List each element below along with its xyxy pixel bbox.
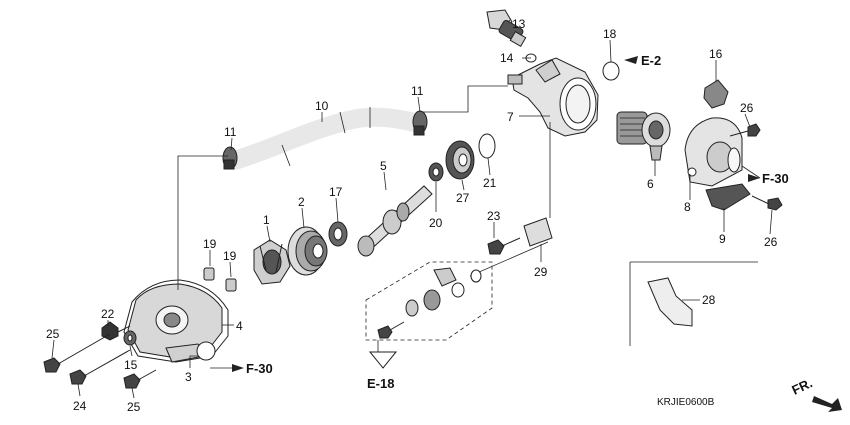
callout-5: 5	[380, 159, 387, 173]
part-17-seal	[328, 221, 348, 247]
part-13-sensor	[486, 9, 527, 48]
part-25-bolt-left	[43, 333, 111, 373]
part-23-bolt	[487, 237, 521, 255]
callout-25a: 25	[46, 327, 60, 341]
e2-arrow-icon	[624, 56, 638, 64]
callout-13: 13	[512, 17, 526, 31]
callout-2: 2	[298, 195, 305, 209]
part-9-bracket	[705, 183, 751, 211]
part-29-bracket	[523, 217, 553, 247]
callout-7: 7	[507, 110, 514, 124]
part-26-bolt-lower	[751, 195, 783, 211]
part-28-bracket	[647, 277, 693, 327]
callout-27: 27	[456, 191, 470, 205]
front-arrow-icon	[812, 396, 842, 412]
part-11-clamp-right	[412, 110, 428, 136]
part-16-clip	[703, 79, 729, 109]
callout-26a: 26	[740, 101, 754, 115]
diagram-code: KRJIE0600B	[657, 397, 715, 408]
leader-lines	[51, 19, 773, 399]
f30-left-arrow-icon	[232, 364, 244, 372]
callout-9: 9	[719, 232, 726, 246]
part-18-o-ring	[602, 61, 620, 81]
callout-26b: 26	[764, 235, 778, 249]
callout-10: 10	[315, 99, 329, 113]
part-1-impeller	[253, 239, 291, 285]
part-19-dowel-pin-a	[203, 267, 215, 281]
callout-29: 29	[534, 265, 548, 279]
part-27-bearing	[445, 140, 475, 180]
part-3-water-pipe	[165, 341, 216, 363]
part-8-thermostat-cover	[684, 117, 743, 187]
callout-6: 6	[647, 177, 654, 191]
callout-24: 24	[73, 399, 87, 413]
callout-25b: 25	[127, 400, 141, 414]
callout-16: 16	[709, 47, 723, 61]
callout-1: 1	[263, 213, 270, 227]
e18-arrow-icon	[368, 351, 398, 369]
callout-18: 18	[603, 27, 617, 41]
ref-front: FR.	[789, 375, 814, 397]
part-5-water-pump-shaft	[357, 185, 433, 257]
callout-22: 22	[101, 307, 115, 321]
ref-f30-left: F-30	[246, 361, 273, 376]
part-11-clamp-left	[222, 146, 238, 170]
part-group-e18	[365, 261, 493, 341]
callout-28: 28	[702, 293, 716, 307]
part-20-collar	[428, 162, 444, 182]
part-24-bolt	[69, 349, 131, 385]
part-25-bolt-bottom	[123, 369, 157, 389]
part-19-dowel-pin-b	[225, 278, 237, 292]
part-7-thermostat-housing	[507, 57, 599, 137]
f30-right-arrow-icon	[748, 174, 760, 182]
callout-21: 21	[483, 176, 497, 190]
part-2-mechanical-seal	[287, 226, 328, 276]
callout-20: 20	[429, 216, 443, 230]
callout-23: 23	[487, 209, 501, 223]
callout-19b: 19	[223, 249, 237, 263]
ref-e18: E-18	[367, 376, 394, 391]
callout-11a: 11	[224, 125, 237, 139]
ref-e2: E-2	[641, 53, 661, 68]
callout-14: 14	[500, 51, 514, 65]
callout-15: 15	[124, 358, 138, 372]
callout-8: 8	[684, 200, 691, 214]
callout-4: 4	[236, 319, 243, 333]
part-26-bolt-upper	[729, 123, 761, 137]
part-10-hose	[226, 107, 422, 170]
callout-11b: 11	[411, 84, 424, 98]
part-6-thermostat	[616, 111, 671, 161]
callout-3: 3	[185, 370, 192, 384]
part-22-washer	[101, 321, 131, 341]
callout-19a: 19	[203, 237, 217, 251]
ref-f30-right: F-30	[762, 171, 789, 186]
part-15-washer	[123, 330, 137, 346]
callout-17: 17	[329, 185, 343, 199]
part-4-water-pump-cover	[123, 279, 229, 363]
part-21-snap-ring	[478, 133, 496, 159]
